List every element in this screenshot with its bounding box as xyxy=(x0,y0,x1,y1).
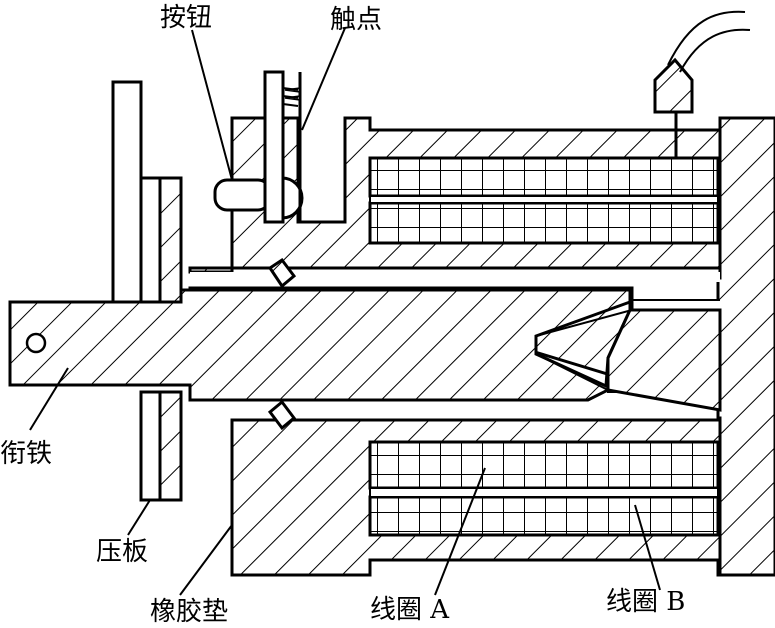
rubber-pad-lower xyxy=(267,399,297,431)
coil-b-upper-winding xyxy=(368,201,720,245)
label-armature: 衔铁 xyxy=(0,439,52,469)
coil-a-upper-winding xyxy=(368,156,720,198)
coil-b-lower-winding xyxy=(368,495,720,537)
armature-pivot-hole xyxy=(25,332,47,354)
label-button: 按钮 xyxy=(160,3,212,33)
label-pressure-plate: 压板 xyxy=(96,537,148,567)
armature xyxy=(8,286,634,402)
rubber-pad-upper xyxy=(267,257,297,289)
coil-a-lower-winding xyxy=(368,440,720,490)
coil-spacer-upper xyxy=(369,195,719,204)
housing-right-wall xyxy=(716,116,775,577)
pressure-plate xyxy=(111,80,183,502)
label-coil-a: 线圈 A xyxy=(370,595,450,625)
label-coil-b: 线圈 B xyxy=(606,587,685,617)
coil-spacer-lower xyxy=(369,487,719,498)
label-rubber-pad: 橡胶垫 xyxy=(150,597,228,627)
core-v-notch xyxy=(535,299,722,412)
label-contact: 触点 xyxy=(330,5,382,35)
cable-terminal xyxy=(653,10,751,158)
leader-lines xyxy=(29,27,661,596)
contact xyxy=(263,70,302,224)
